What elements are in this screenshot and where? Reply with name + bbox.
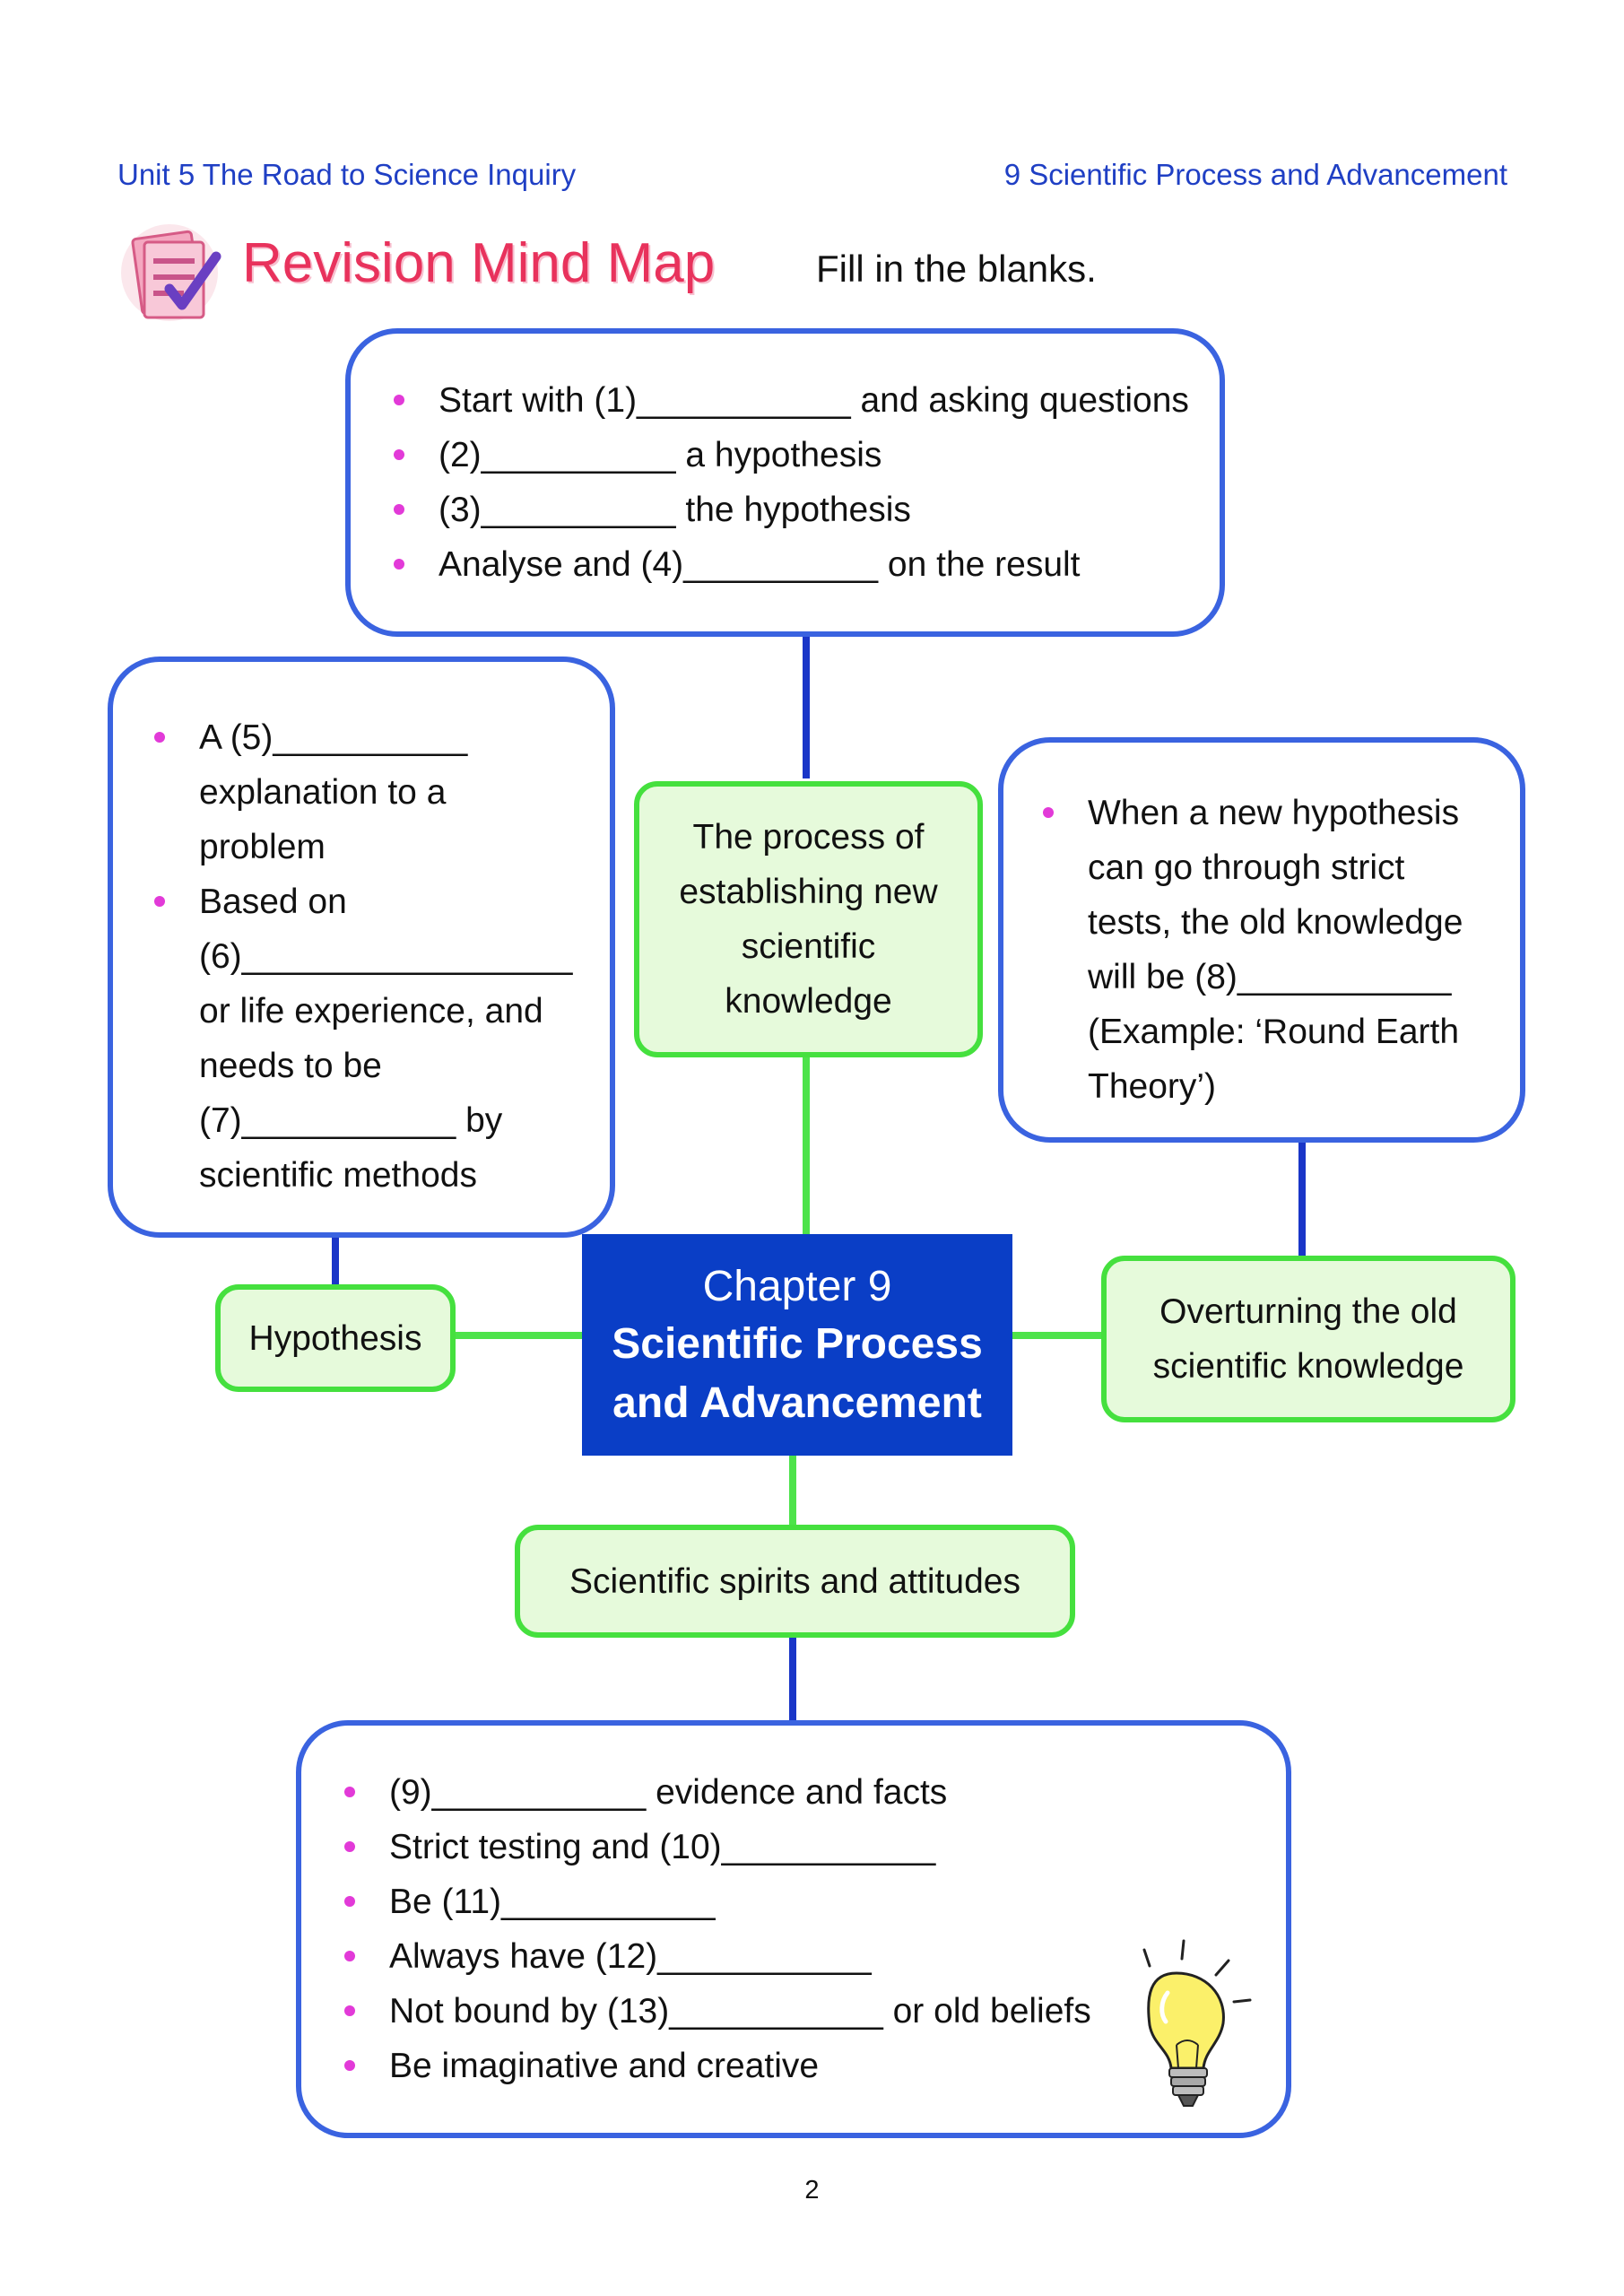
branch-spirits-label: Scientific spirits and attitudes — [569, 1561, 1020, 1601]
connector-spirits-box — [789, 1632, 796, 1722]
overturning-box: When a new hypothesis can go through str… — [998, 737, 1525, 1143]
branch-process: The process of establishing new scientif… — [634, 781, 983, 1057]
list-item: (2)__________ a hypothesis — [388, 428, 1220, 483]
list-item: Not bound by (13)___________ or old beli… — [339, 1984, 1286, 2039]
header-chapter: 9 Scientific Process and Advancement — [1003, 158, 1507, 191]
branch-overturning-label: Overturning the old scientific knowledge — [1152, 1292, 1464, 1386]
list-item: Be (11)___________ — [339, 1874, 1286, 1929]
chapter-title-line2: and Advancement — [612, 1379, 982, 1427]
list-item: (9)___________ evidence and facts — [339, 1765, 1286, 1820]
list-item: Always have (12)___________ — [339, 1929, 1286, 1984]
header-unit: Unit 5 The Road to Science Inquiry — [117, 158, 577, 191]
list-item: Analyse and (4)__________ on the result — [388, 537, 1220, 592]
branch-hypothesis-label: Hypothesis — [248, 1318, 422, 1358]
connector-overturning-center — [1012, 1332, 1105, 1339]
list-item: A (5)__________ explanation to a problem — [149, 710, 548, 874]
hypothesis-box: A (5)__________ explanation to a problem… — [108, 657, 615, 1238]
checklist-icon — [121, 224, 221, 321]
connector-process-top — [803, 635, 810, 778]
branch-hypothesis: Hypothesis — [215, 1284, 456, 1392]
process-steps-box: Start with (1)___________ and asking que… — [345, 328, 1225, 637]
list-item: Based on (6)_________________ or life ex… — [149, 874, 572, 1203]
overturning-list: When a new hypothesis can go through str… — [1038, 786, 1468, 1114]
instruction-text: Fill in the blanks. — [816, 248, 1097, 290]
connector-overturning-box — [1298, 1139, 1306, 1257]
connector-process-center — [803, 1055, 810, 1234]
list-item: Be imaginative and creative — [339, 2039, 1286, 2093]
process-steps-list: Start with (1)___________ and asking que… — [388, 373, 1220, 592]
connector-spirits-center — [789, 1456, 796, 1527]
list-item: When a new hypothesis can go through str… — [1038, 786, 1468, 1114]
chapter-center-box: Chapter 9 Scientific Process and Advance… — [582, 1234, 1012, 1456]
branch-process-label: The process of establishing new scientif… — [679, 818, 938, 1021]
hypothesis-list: A (5)__________ explanation to a problem… — [149, 710, 572, 1203]
chapter-number: Chapter 9 — [702, 1263, 892, 1310]
list-item: (3)__________ the hypothesis — [388, 483, 1220, 537]
connector-hypothesis-box — [332, 1236, 339, 1288]
list-item: Strict testing and (10)___________ — [339, 1820, 1286, 1874]
branch-overturning: Overturning the old scientific knowledge — [1101, 1256, 1515, 1422]
branch-spirits: Scientific spirits and attitudes — [515, 1525, 1075, 1638]
light-bulb-icon — [1142, 1939, 1252, 2107]
spirits-list: (9)___________ evidence and facts Strict… — [339, 1765, 1286, 2093]
spirits-box: (9)___________ evidence and facts Strict… — [296, 1720, 1291, 2138]
page-title: Revision Mind Map — [242, 232, 716, 294]
connector-hypothesis-center — [452, 1332, 582, 1339]
page-number: 2 — [804, 2176, 820, 2205]
list-item: Start with (1)___________ and asking que… — [388, 373, 1220, 428]
chapter-title-line1: Scientific Process — [612, 1320, 983, 1368]
